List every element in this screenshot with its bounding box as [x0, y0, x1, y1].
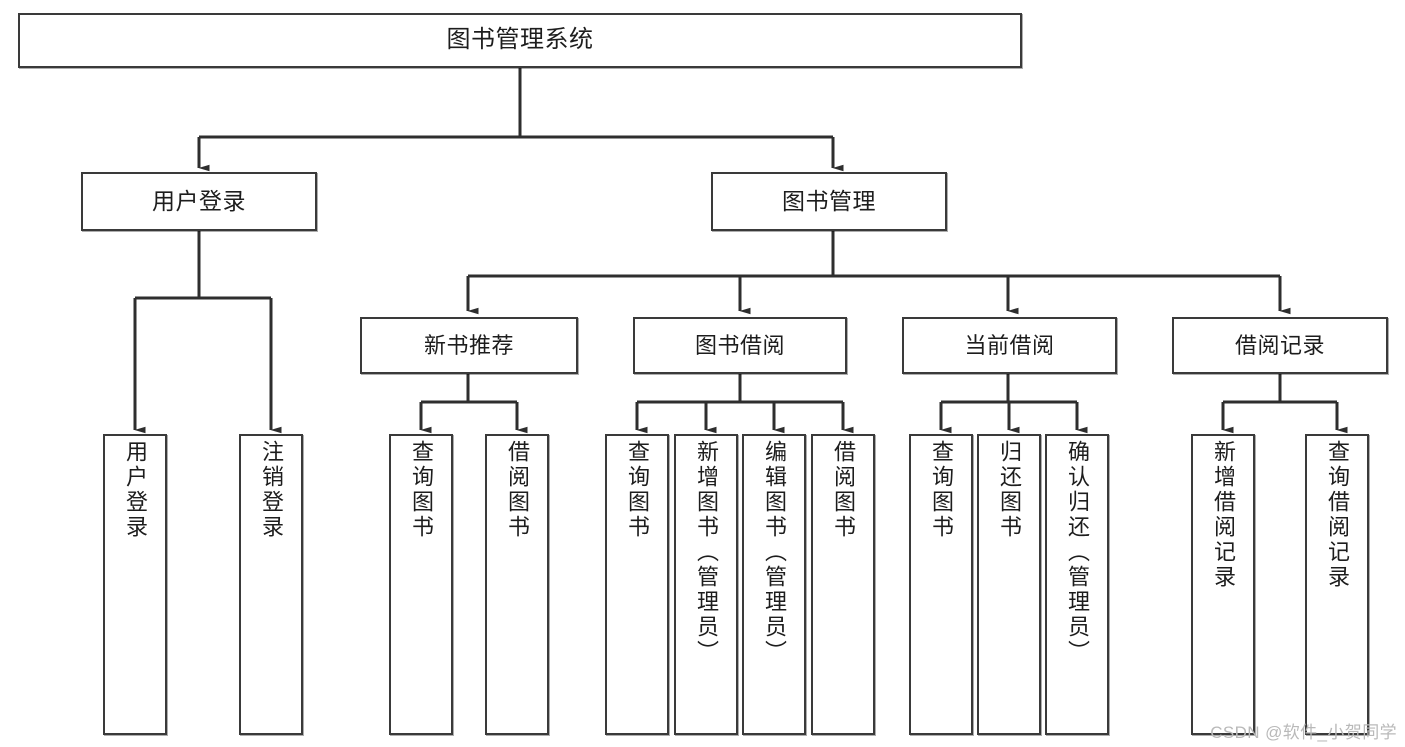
- leaf-query-book-2[interactable]: 查询图书: [605, 434, 669, 735]
- node-borrow-record-label: 借阅记录: [1234, 332, 1325, 358]
- leaf-borrow-book-1[interactable]: 借阅图书: [485, 434, 549, 735]
- leaf-borrow-book-1-label: 借阅图书: [505, 440, 530, 540]
- node-book-borrow[interactable]: 图书借阅: [633, 317, 847, 374]
- leaf-query-record-label: 查询借阅记录: [1325, 440, 1350, 590]
- leaf-borrow-book-2-label: 借阅图书: [831, 440, 856, 540]
- node-current-borrow-label: 当前借阅: [964, 332, 1055, 358]
- node-new-book-recommend[interactable]: 新书推荐: [360, 317, 578, 374]
- leaf-return-book[interactable]: 归还图书: [977, 434, 1041, 735]
- leaf-query-book-3[interactable]: 查询图书: [909, 434, 973, 735]
- leaf-add-book[interactable]: 新增图书（管理员）: [674, 434, 738, 735]
- node-user-login-label: 用户登录: [152, 187, 246, 214]
- leaf-user-login-label: 用户登录: [123, 440, 148, 540]
- leaf-confirm-return[interactable]: 确认归还（管理员）: [1045, 434, 1109, 735]
- leaf-add-book-label: 新增图书（管理员）: [694, 440, 719, 665]
- leaf-edit-book[interactable]: 编辑图书（管理员）: [742, 434, 806, 735]
- leaf-query-book-2-label: 查询图书: [625, 440, 650, 540]
- node-book-manage-label: 图书管理: [782, 187, 876, 214]
- leaf-borrow-book-2[interactable]: 借阅图书: [811, 434, 875, 735]
- node-book-manage[interactable]: 图书管理: [711, 172, 947, 231]
- leaf-return-book-label: 归还图书: [997, 440, 1022, 540]
- node-book-borrow-label: 图书借阅: [694, 332, 785, 358]
- node-root[interactable]: 图书管理系统: [18, 13, 1022, 68]
- node-borrow-record[interactable]: 借阅记录: [1172, 317, 1388, 374]
- leaf-edit-book-label: 编辑图书（管理员）: [762, 440, 787, 665]
- leaf-logout-login[interactable]: 注销登录: [239, 434, 303, 735]
- csdn-watermark: CSDN @软件_小贺同学: [1210, 723, 1397, 742]
- leaf-query-book-1[interactable]: 查询图书: [389, 434, 453, 735]
- leaf-user-login[interactable]: 用户登录: [103, 434, 167, 735]
- node-root-label: 图书管理系统: [446, 26, 594, 54]
- leaf-query-record[interactable]: 查询借阅记录: [1305, 434, 1369, 735]
- leaf-query-book-1-label: 查询图书: [409, 440, 434, 540]
- leaf-logout-login-label: 注销登录: [259, 440, 284, 540]
- node-new-book-recommend-label: 新书推荐: [423, 332, 514, 358]
- leaf-query-book-3-label: 查询图书: [929, 440, 954, 540]
- leaf-add-record[interactable]: 新增借阅记录: [1191, 434, 1255, 735]
- leaf-add-record-label: 新增借阅记录: [1211, 440, 1236, 590]
- node-user-login[interactable]: 用户登录: [81, 172, 317, 231]
- node-current-borrow[interactable]: 当前借阅: [902, 317, 1117, 374]
- leaf-confirm-return-label: 确认归还（管理员）: [1065, 440, 1090, 665]
